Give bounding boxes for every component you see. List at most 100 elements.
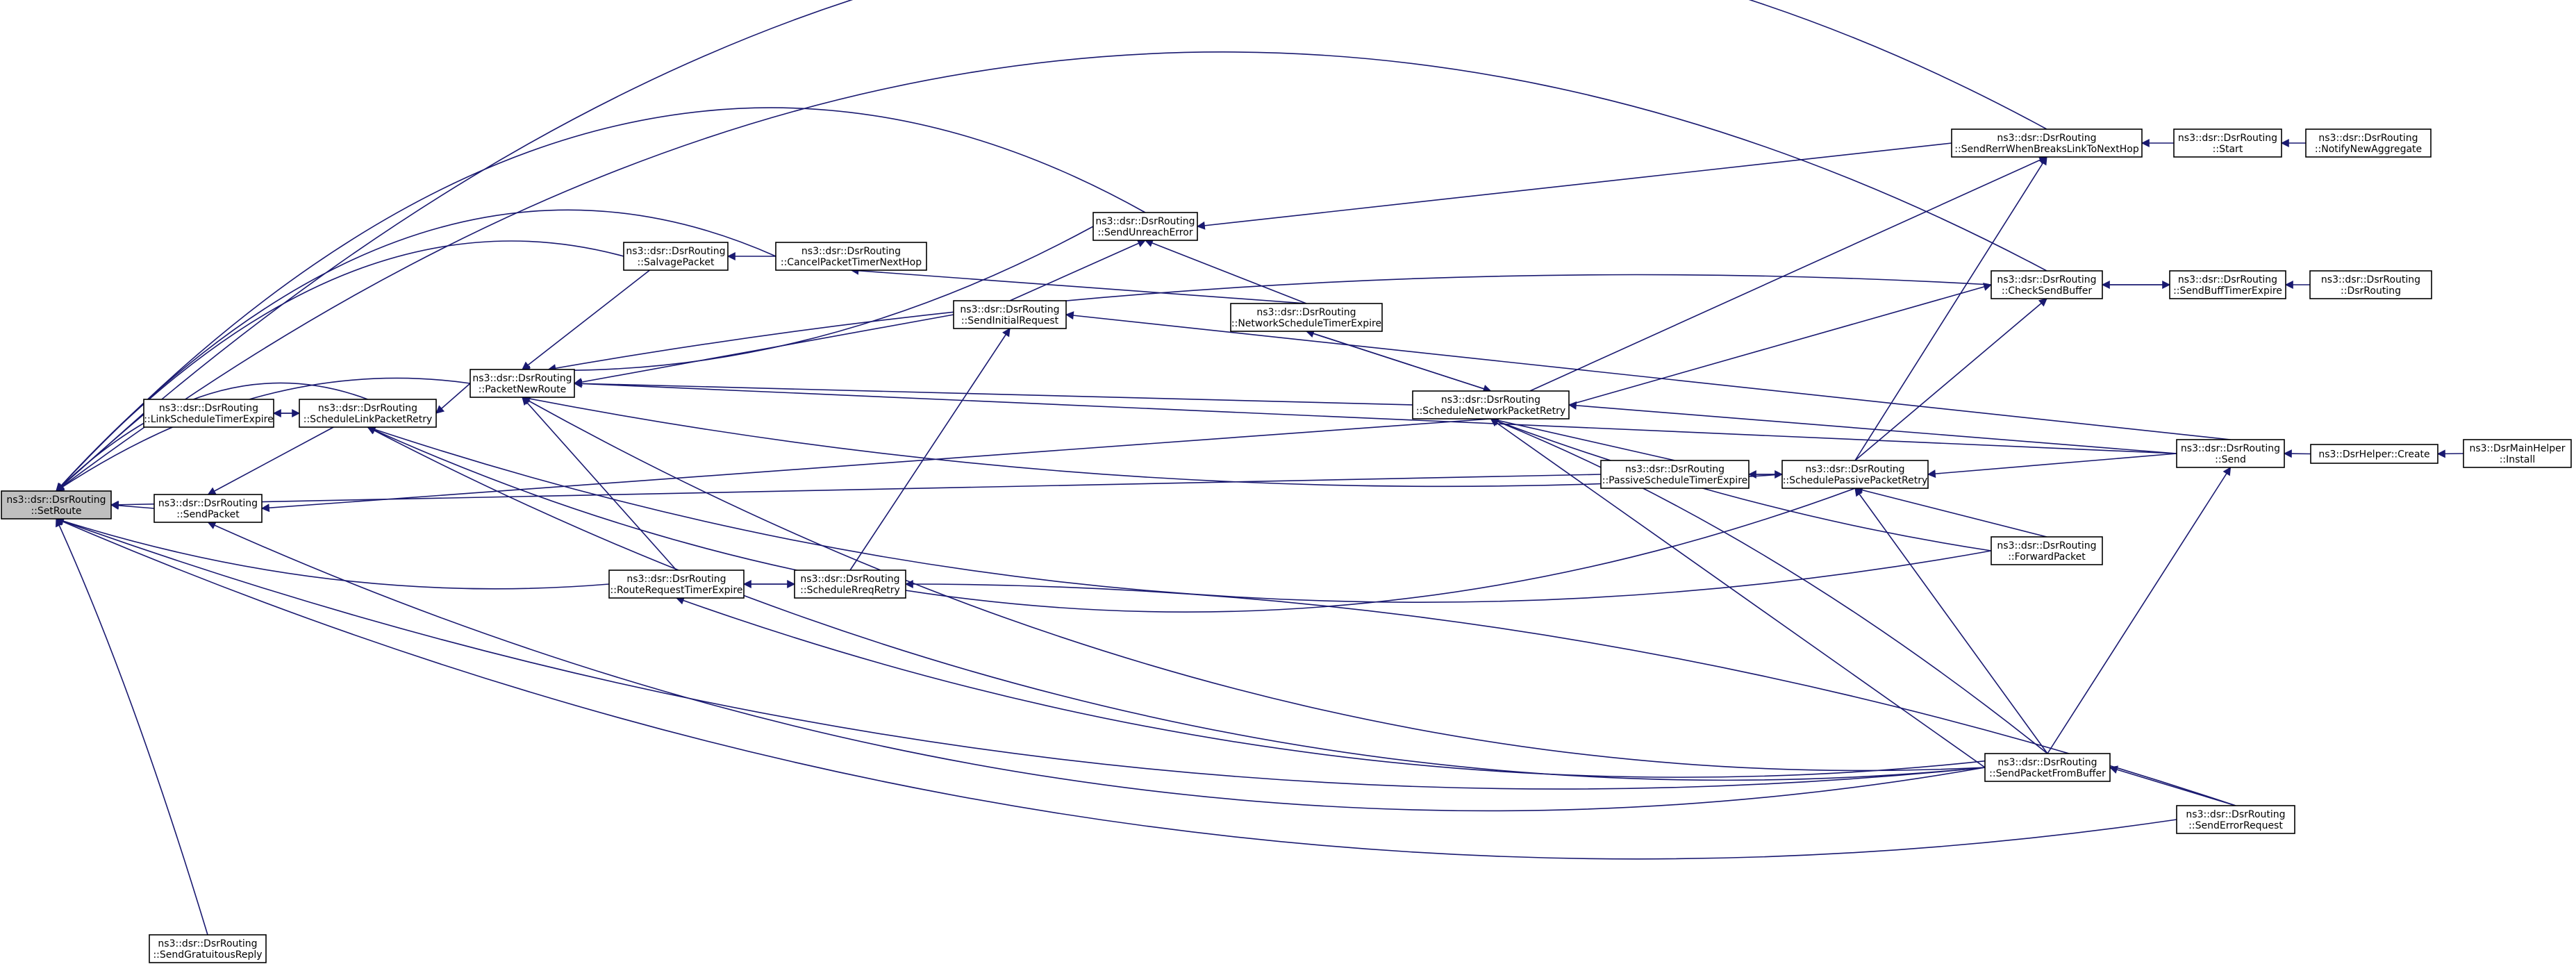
node-label-line: ns3::dsr::DsrRouting [472,373,572,384]
node-label-line: ::PacketNewRoute [479,384,566,395]
node-label-line: ::SendBuffTimerExpire [2173,285,2282,297]
node-label-line: ns3::dsr::DsrRouting [2181,443,2280,454]
edge-send-to-sendinitial [1065,311,2231,440]
edge-send-to-packetnewroute [573,379,2177,454]
edge-schedpassiveretry-to-packetnewroute [521,394,1783,488]
edge-sendfrombuffer-to-schednetretry [1490,418,1986,768]
node-send[interactable]: ns3::dsr::DsrRouting::Send [2176,439,2285,468]
node-setroute[interactable]: ns3::dsr::DsrRouting::SetRoute [1,490,112,520]
node-helpercreate[interactable]: ns3::DsrHelper::Create [2310,444,2438,464]
node-sendfrombuffer[interactable]: ns3::dsr::DsrRouting::SendPacketFromBuff… [1984,753,2111,782]
node-label-line: ::ScheduleNetworkPacketRetry [1416,406,1565,417]
node-routereqtimer[interactable]: ns3::dsr::DsrRouting::RouteRequestTimerE… [608,570,745,599]
edge-sendrerr-to-sendunreach [1196,142,1952,230]
node-sendinitial[interactable]: ns3::dsr::DsrRouting::SendInitialRequest [953,300,1067,329]
node-label-line: ::SendGratuitousReply [153,949,262,961]
edge-line [55,517,1986,790]
edge-line [904,579,2236,806]
node-box [1951,128,2143,158]
node-passiveschedtimer[interactable]: ns3::dsr::DsrRouting::PassiveScheduleTim… [1600,460,1750,489]
node-box [149,934,267,963]
node-schednetretry[interactable]: ns3::dsr::DsrRouting::ScheduleNetworkPac… [1412,390,1570,419]
node-salvage[interactable]: ns3::dsr::DsrRouting::SalvagePacket [623,242,729,271]
edge-line [435,383,471,414]
node-schedlinkretry[interactable]: ns3::dsr::DsrRouting::ScheduleLinkPacket… [299,399,437,428]
edge-sendinitial-to-packetnewroute [573,314,954,386]
node-sendbufftimer[interactable]: ns3::dsr::DsrRouting::SendBuffTimerExpir… [2169,270,2286,299]
node-label-line: ::ScheduleRreqRetry [800,585,900,596]
edge-senderrorreq-to-sendfrombuffer [2109,765,2236,806]
node-sendgratuitous[interactable]: ns3::dsr::DsrRouting::SendGratuitousRepl… [149,934,267,963]
edge-line [1196,142,1952,230]
node-label-line: ::RouteRequestTimerExpire [610,585,743,596]
node-box [2176,805,2295,834]
edge-sendunreach-to-setroute [56,107,1146,492]
node-box [1991,270,2103,299]
edge-sendfrombuffer-to-routereqtimer [675,596,2048,778]
node-box [2463,439,2572,468]
edge-forwardpacket-to-schedpassiveretry [1854,485,2047,538]
node-cancelpacket[interactable]: ns3::dsr::DsrRouting::CancelPacketTimerN… [775,242,927,271]
edge-line [55,517,610,590]
node-label-line: ns3::dsr::DsrRouting [801,246,901,257]
edge-sendfrombuffer-to-setroute [55,517,1986,790]
node-box [1412,390,1570,419]
edge-line [1306,331,1492,393]
edge-netschedtimer-to-schednetretry [1306,331,1492,393]
edge-forwardpacket-to-schednetretry [1490,417,1992,551]
node-box [143,399,274,428]
edge-checksendbuffer-to-setroute [56,51,2047,492]
edge-line [55,517,2177,860]
node-forwardpacket[interactable]: ns3::dsr::DsrRouting::ForwardPacket [1991,536,2103,565]
node-schedpassiveretry[interactable]: ns3::dsr::DsrRouting::SchedulePassivePac… [1781,460,1929,489]
node-linkschedtimer[interactable]: ns3::dsr::DsrRouting::LinkScheduleTimerE… [143,399,274,428]
node-start[interactable]: ns3::dsr::DsrRouting::Start [2173,128,2282,158]
edge-sendfrombuffer-to-schedlinkretry [367,426,1986,781]
edge-line [110,501,155,510]
edge-sendunreach-to-packetnewroute [521,226,1094,374]
edge-line [573,379,2177,454]
edge-line [521,394,1783,488]
node-sendunreach[interactable]: ns3::dsr::DsrRouting::SendUnreachError [1092,212,1198,241]
node-senderrorreq[interactable]: ns3::dsr::DsrRouting::SendErrorRequest [2176,805,2295,834]
edge-line [850,266,1307,304]
edge-schedpassiveretry-to-checksendbuffer [1854,298,2047,461]
edge-senderrorreq-to-setroute [55,517,2177,860]
node-label-line: ns3::dsr::DsrRouting [158,498,258,509]
edge-sendfrombuffer-to-schedpassiveretry [1854,488,2048,754]
node-label-line: ns3::dsr::DsrRouting [1997,540,2096,551]
edge-packetnewroute-to-schedlinkretry [435,383,471,414]
node-label-line: ns3::dsr::DsrRouting [1997,757,2097,768]
node-label-line: ns3::DsrMainHelper [2469,443,2565,454]
edge-line [522,269,650,370]
node-notifynewagg[interactable]: ns3::dsr::DsrRouting::NotifyNewAggregate [2305,128,2432,158]
edge-line [2047,466,2232,754]
node-label-line: ::CheckSendBuffer [2002,285,2092,297]
node-sendrerr[interactable]: ns3::dsr::DsrRouting::SendRerrWhenBreaks… [1951,128,2143,158]
node-sendpacket[interactable]: ns3::dsr::DsrRouting::SendPacket [153,494,263,523]
node-label-line: ::PassiveScheduleTimerExpire [1602,475,1748,486]
node-label-line: ::CancelPacketTimerNextHop [781,257,922,268]
edge-line [56,209,776,492]
node-mainhelperinstall[interactable]: ns3::DsrMainHelper::Install [2463,439,2572,468]
edge-line [1065,311,2231,440]
node-checksendbuffer[interactable]: ns3::dsr::DsrRouting::CheckSendBuffer [1991,270,2103,299]
node-netschedtimer[interactable]: ns3::dsr::DsrRouting::NetworkScheduleTim… [1230,303,1383,332]
node-dsrrouting[interactable]: ns3::dsr::DsrRouting::DsrRouting [2309,270,2432,299]
edge-line [56,0,2047,492]
node-label-line: ::NetworkScheduleTimerExpire [1231,318,1381,329]
node-label-line: ::SendUnreachError [1097,227,1193,238]
edge-line [56,517,208,936]
edge-sendinitial-to-sendunreach [1009,239,1147,301]
node-box [2305,128,2432,158]
node-schedreqretry[interactable]: ns3::dsr::DsrRouting::ScheduleRreqRetry [794,570,906,599]
node-box [1781,460,1929,489]
node-label-line: ::SendInitialRequest [961,315,1059,326]
node-label-line: ns3::dsr::DsrRouting [1625,464,1725,475]
edge-line [1529,156,2048,392]
node-packetnewroute[interactable]: ns3::dsr::DsrRouting::PacketNewRoute [470,369,575,398]
node-label-line: ns3::dsr::DsrRouting [626,574,726,585]
edge-line [573,314,954,386]
edge-line [547,274,1992,373]
node-box [775,242,927,271]
